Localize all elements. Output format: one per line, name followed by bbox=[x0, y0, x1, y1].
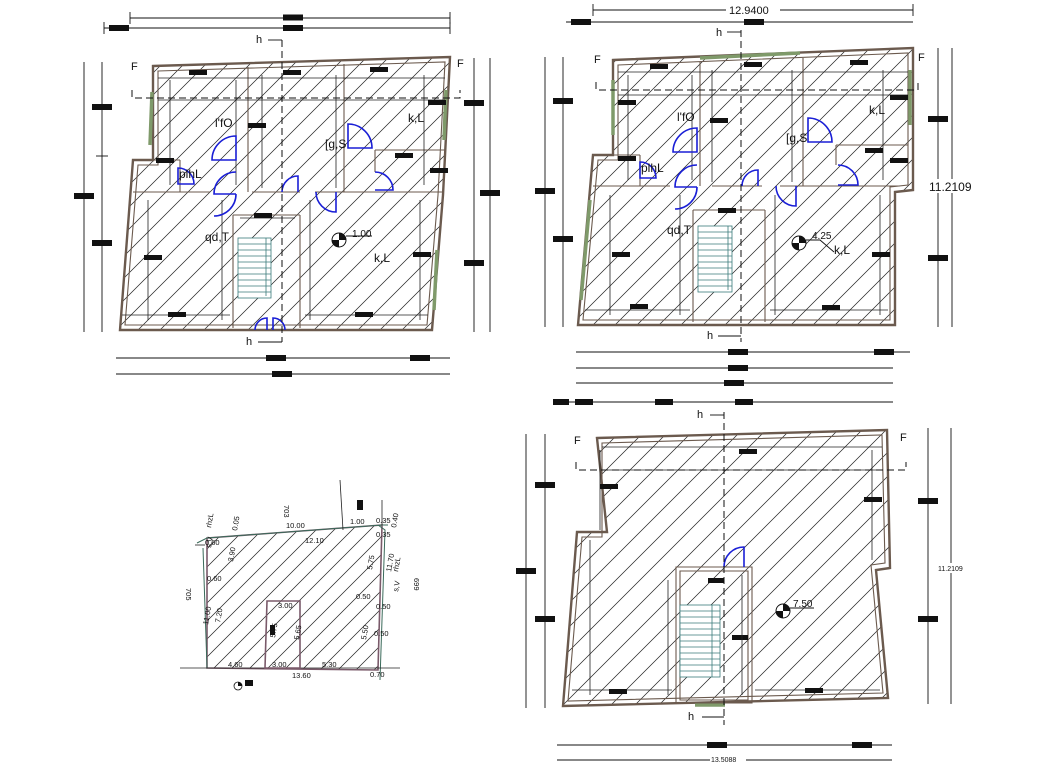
room-label-3: k,L bbox=[408, 111, 424, 125]
window-left bbox=[148, 91, 154, 146]
level-value: 4.25 bbox=[812, 231, 832, 242]
dim-top-right-c: 0.35 bbox=[376, 530, 391, 539]
floor-plan-bottom-right: 11.2109 13.5088 bbox=[516, 409, 965, 764]
doors bbox=[639, 117, 859, 210]
room-label-6: k,L bbox=[374, 251, 390, 265]
section-label-f-right: F bbox=[900, 432, 907, 444]
site-plan: rhzL s,V rhzL s,V 703 705 699 10.00 12.1… bbox=[180, 479, 421, 691]
level-marker bbox=[775, 603, 814, 619]
section-label-f-left: F bbox=[131, 61, 138, 73]
internal-dimensions bbox=[585, 70, 908, 315]
internal-dimensions bbox=[122, 75, 445, 320]
doors bbox=[177, 123, 394, 331]
room-label-1: l'fO bbox=[677, 110, 695, 124]
dim-top-small-c: 0.35 bbox=[376, 516, 391, 525]
dim-inner-top: 3.00 bbox=[278, 601, 293, 610]
section-label-h-top: h bbox=[716, 27, 722, 39]
dim-left-a: 0.60 bbox=[205, 538, 220, 547]
level-value: 1.00 bbox=[352, 229, 372, 240]
staircase bbox=[697, 225, 733, 293]
dimension-lines-top bbox=[566, 4, 914, 25]
section-label-h-bottom: h bbox=[707, 330, 713, 342]
depth-dimension: 11.2109 bbox=[929, 180, 972, 194]
room-label-4: plhL bbox=[641, 161, 664, 175]
hatch-pattern bbox=[120, 57, 450, 330]
level-value: 7.50 bbox=[793, 599, 813, 610]
dimension-lines-left bbox=[516, 434, 555, 708]
dimension-lines-bottom bbox=[116, 355, 450, 377]
room-label-2: [g,S bbox=[325, 137, 346, 151]
section-cut-lines bbox=[595, 30, 919, 342]
dim-bottom-right: 0.70 bbox=[370, 670, 385, 679]
section-cut-lines bbox=[131, 39, 461, 343]
section-label-f-left: F bbox=[594, 54, 601, 66]
floor-plan-top-right: 12.9400 11.2109 bbox=[535, 4, 980, 405]
dim-bottom-a: 4.60 bbox=[228, 660, 243, 669]
dim-right-inner: 5.50 bbox=[359, 624, 370, 640]
window-right-lower bbox=[432, 249, 439, 311]
section-label-h-top: h bbox=[256, 34, 262, 46]
dim-left-c: 3.90 bbox=[226, 546, 237, 562]
section-label-h-top: h bbox=[697, 409, 703, 421]
room-label-6: k,L bbox=[834, 243, 850, 257]
section-label-h-bottom: h bbox=[246, 336, 252, 348]
dim-inner-right: 5.65 bbox=[292, 624, 303, 640]
level-marker bbox=[331, 232, 372, 248]
depth-dimension: 11.2109 bbox=[938, 566, 963, 573]
dim-bottom-outer: 13.60 bbox=[292, 671, 311, 680]
dim-right-a: 5.75 bbox=[365, 554, 376, 570]
width-dimension: 13.5088 bbox=[711, 757, 736, 764]
dim-right-d: 0.50 bbox=[374, 629, 389, 638]
plot-west: 705 bbox=[184, 588, 193, 601]
room-label-3: k,L bbox=[869, 103, 885, 117]
road-right-width: s,V bbox=[391, 580, 402, 592]
room-label-4: plhL bbox=[179, 167, 202, 181]
dim-right-outer: 11.70 bbox=[384, 553, 396, 573]
dimension-lines-right bbox=[464, 58, 500, 332]
room-label-5: qd,T bbox=[205, 230, 230, 244]
inner-block bbox=[264, 600, 301, 669]
dim-left-outer: 11.00 bbox=[201, 606, 213, 626]
road-left-width: s,V bbox=[204, 536, 215, 548]
width-dimension: 12.9400 bbox=[729, 5, 769, 17]
hatch-pattern bbox=[563, 430, 890, 706]
plot-east: 699 bbox=[412, 578, 421, 591]
floor-plan-top-left: F F h h l'fO [g,S k,L plhL qd,T k,L 1.00 bbox=[74, 12, 500, 377]
room-label-2: [g,S bbox=[786, 131, 807, 145]
room-label-1: l'fO bbox=[215, 116, 233, 130]
dimension-lines-left bbox=[74, 62, 112, 332]
road-left-label: rhzL bbox=[204, 512, 215, 528]
outer-wall bbox=[561, 428, 892, 708]
room-label-5: qd,T bbox=[667, 223, 692, 237]
dim-bottom-b: 3.00 bbox=[272, 660, 287, 669]
dimension-lines-left bbox=[535, 57, 573, 327]
section-cut-lines bbox=[575, 412, 907, 725]
dim-top-inner: 12.10 bbox=[305, 536, 324, 545]
plot-north: 703 bbox=[282, 505, 291, 518]
interior-walls bbox=[593, 58, 908, 322]
level-marker bbox=[791, 235, 835, 253]
dim-top-small-a: 1.00 bbox=[350, 517, 365, 526]
staircase bbox=[237, 237, 272, 299]
staircase-block bbox=[675, 546, 753, 704]
dim-top-small-b: 0.40 bbox=[389, 512, 400, 528]
dim-bottom-c: 5.30 bbox=[322, 660, 337, 669]
section-label-f-right: F bbox=[457, 58, 464, 70]
section-label-f-right: F bbox=[918, 52, 925, 64]
dimension-lines-bottom bbox=[553, 349, 910, 405]
road-right-label: rhzL bbox=[391, 556, 402, 572]
section-label-h-bottom: h bbox=[688, 711, 694, 723]
dim-left-b: 0.05 bbox=[230, 515, 241, 531]
dim-top-outer: 10.00 bbox=[286, 521, 305, 530]
dim-left-inner: 7.20 bbox=[213, 607, 224, 623]
dim-right-c: 0.50 bbox=[376, 602, 391, 611]
dim-left-d: 0.60 bbox=[207, 574, 222, 583]
dim-inner-left: 5.75 bbox=[268, 622, 279, 638]
interior-walls bbox=[133, 64, 445, 328]
dimension-lines-top bbox=[103, 12, 451, 34]
dim-right-b: 0.50 bbox=[356, 592, 371, 601]
section-label-f-left: F bbox=[574, 435, 581, 447]
hatch-pattern bbox=[207, 525, 382, 670]
